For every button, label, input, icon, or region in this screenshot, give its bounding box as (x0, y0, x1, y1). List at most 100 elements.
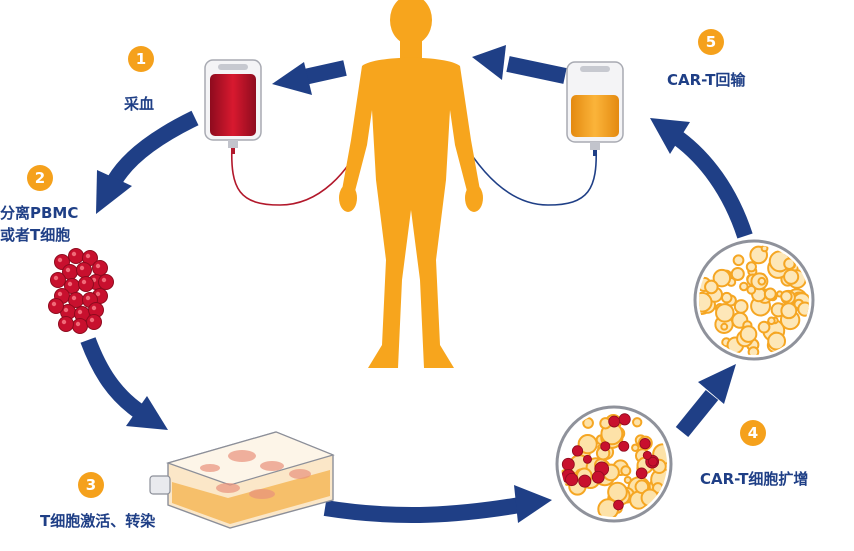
cycle-arrow-3-to-4 (323, 485, 552, 524)
cell (75, 321, 81, 327)
cell (61, 319, 67, 325)
cycle-arrow-2-to-3 (80, 337, 168, 430)
cell (582, 417, 594, 429)
cell (733, 299, 749, 314)
cell (757, 276, 767, 286)
car-t-cells-dish-icon (693, 239, 815, 361)
cell (613, 499, 624, 511)
cell (746, 284, 757, 295)
step-5-badge: 5 (698, 29, 724, 55)
cell (565, 472, 579, 487)
step-2-badge: 2 (27, 165, 53, 191)
cell (85, 295, 91, 301)
step-4-label: CAR-T细胞扩增 (700, 470, 809, 488)
cell (86, 314, 102, 330)
cell (591, 470, 605, 484)
step-2-label-line2: 或者T细胞 (0, 226, 71, 244)
cell (63, 307, 69, 313)
cell (608, 415, 621, 428)
cell (783, 268, 800, 285)
cell (92, 260, 108, 276)
cell (635, 467, 648, 480)
cell (91, 305, 97, 311)
cell (642, 450, 652, 460)
cell (704, 279, 719, 295)
cell (618, 413, 631, 426)
cell (53, 275, 59, 281)
cell (577, 434, 598, 455)
cycle-arrow-5-to-bag (650, 118, 753, 239)
cell (77, 309, 83, 315)
cell (780, 302, 798, 320)
cell (67, 281, 73, 287)
cell (89, 317, 95, 323)
cell (50, 272, 66, 288)
cell (48, 298, 64, 314)
cell (767, 331, 787, 351)
cell (763, 287, 777, 301)
cell (561, 457, 575, 471)
cell (81, 279, 87, 285)
culture-flask-icon (149, 431, 335, 529)
cell (98, 274, 114, 290)
cell (639, 438, 651, 450)
step-4-badge: 4 (740, 420, 766, 446)
cell (95, 263, 101, 269)
cell (720, 322, 729, 331)
cell (757, 320, 771, 334)
step-1-badge: 1 (128, 46, 154, 72)
cycle-arrow-bag5-to-body (472, 45, 567, 84)
step-1-label: 采血 (124, 95, 155, 113)
cell (79, 265, 85, 271)
step-5-label: CAR-T回输 (667, 71, 746, 89)
cell (71, 251, 77, 257)
cell (620, 465, 632, 477)
cell (578, 474, 592, 488)
car-t-expansion-dish-icon (555, 405, 673, 523)
cell (739, 325, 758, 343)
infusion-tube (461, 139, 598, 206)
cell (600, 441, 611, 452)
cell (745, 261, 757, 273)
cell (720, 291, 733, 304)
cycle-arrow-1-to-2 (96, 110, 199, 214)
cell (648, 456, 658, 467)
cell (71, 295, 77, 301)
cell (68, 248, 84, 264)
cell (51, 301, 57, 307)
cell (699, 291, 713, 313)
cell (65, 267, 71, 273)
cell (730, 266, 745, 282)
cell (76, 262, 92, 278)
cell (780, 290, 793, 303)
cell (739, 281, 749, 292)
cycle-arrow-bag-to-body (272, 60, 347, 95)
cell (618, 440, 630, 452)
cell (712, 268, 732, 288)
cycle-arrow-4-to-5 (675, 364, 736, 438)
cell (583, 454, 592, 464)
cell (632, 417, 643, 428)
cell (732, 254, 745, 267)
cell (747, 346, 760, 355)
human-body-icon (339, 0, 483, 368)
blood-bag-icon (204, 59, 262, 154)
cell (57, 291, 63, 297)
cell (57, 257, 63, 263)
cell (715, 303, 735, 323)
cell (58, 316, 74, 332)
step-3-label: T细胞激活、转染 (40, 512, 156, 530)
cell (571, 445, 584, 457)
cell (72, 318, 88, 334)
cell (78, 276, 94, 292)
cell (101, 277, 107, 283)
cell (85, 253, 91, 259)
step-2-label-line1: 分离PBMC (0, 204, 79, 222)
cell (631, 443, 640, 452)
step-3-badge: 3 (78, 472, 104, 498)
pbmc-cell-cluster-icon (48, 248, 114, 334)
cell (623, 475, 632, 484)
cell (767, 316, 776, 326)
